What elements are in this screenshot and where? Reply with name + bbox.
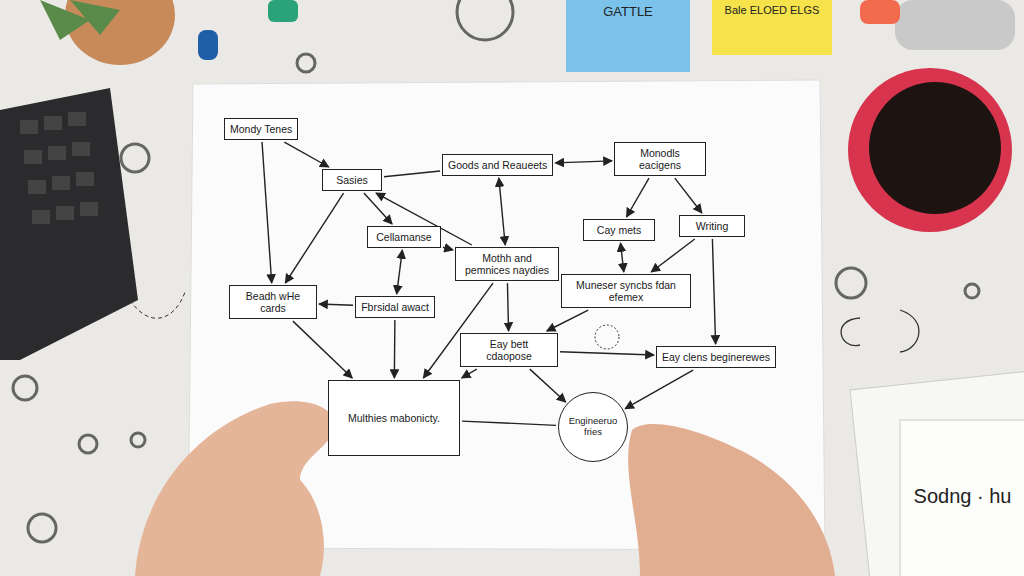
node-text: Engineeruo fries [563, 416, 623, 438]
connector-arrow [627, 178, 649, 217]
process-box: Eay bett cdaopose [460, 333, 558, 367]
process-box: Mondy Tenes [224, 118, 298, 140]
process-circle: Engineeruo fries [558, 392, 628, 462]
process-box: Mothh and pemnices naydies [455, 247, 559, 281]
connector-arrow [285, 193, 343, 283]
connector-arrow [530, 369, 566, 402]
node-text: Monodls eacigens [620, 147, 700, 171]
connector-arrow [560, 352, 654, 355]
connector-arrow [547, 310, 588, 331]
process-box: Beadh wHe cards [229, 285, 317, 319]
node-text: Fbrsidal awact [361, 301, 429, 313]
connector-arrow [620, 243, 623, 272]
doodle [130, 292, 185, 318]
sticky-note [712, 0, 832, 55]
connector-arrow [507, 283, 508, 331]
keyboard-keys [20, 112, 98, 224]
process-box: Goods and Reaueets [442, 154, 553, 176]
bottle [895, 0, 1015, 50]
process-box: Muneser syncbs fdan efemex [561, 274, 691, 308]
process-box: Multhies mabonicty. [328, 380, 460, 456]
process-box: Eay clens beginerewes [656, 346, 776, 368]
right-hand [628, 424, 835, 576]
connector-arrow [284, 142, 328, 167]
paper-sheet [900, 420, 1024, 576]
connector-arrow [262, 142, 272, 283]
process-box: Fbrsidal awact [355, 296, 435, 318]
connector-arrow [394, 320, 396, 378]
note-text: Bale ELOED ELGS [720, 4, 824, 16]
connector-arrow [462, 421, 556, 425]
connector-arrow [462, 369, 477, 378]
process-box: Cay mets [583, 219, 655, 241]
connector-arrow [319, 304, 353, 305]
connector-arrow [675, 178, 702, 213]
node-text: Goods and Reaueets [448, 159, 547, 171]
node-text: Beadh wHe cards [235, 290, 311, 314]
coffee [869, 82, 1001, 214]
paper-sheet [850, 371, 1024, 576]
node-text: Cay mets [597, 224, 641, 236]
connector-arrow [384, 171, 440, 177]
node-text: Muneser syncbs fdan efemex [567, 279, 685, 303]
sticky-note [566, 0, 690, 72]
left-hand [135, 401, 336, 576]
doodle [841, 310, 919, 352]
connector-arrow [293, 321, 352, 378]
node-text: Eay bett cdaopose [466, 338, 552, 362]
connector-arrow [443, 247, 453, 250]
process-box: Sasies [322, 169, 382, 191]
connector-arrow [397, 250, 403, 294]
connector-arrow [364, 193, 392, 224]
connector-arrow [499, 178, 505, 245]
doodle [595, 325, 619, 349]
node-text: Mothh and pemnices naydies [461, 252, 553, 276]
node-text: Sasies [336, 174, 368, 186]
connector-arrow [376, 193, 472, 245]
marker-cap [268, 0, 298, 22]
connector-arrow [555, 161, 612, 163]
coffee-mug [848, 68, 1012, 232]
node-text: Mondy Tenes [230, 123, 292, 135]
process-box: Cellamanse [367, 226, 441, 248]
marker-cap [860, 0, 900, 24]
note-text: Sodng · hu [905, 485, 1020, 508]
node-text: Eay clens beginerewes [662, 351, 770, 363]
connector-arrow [625, 370, 693, 409]
node-text: Writing [696, 220, 728, 232]
marker-cap [198, 30, 218, 60]
node-text: Cellamanse [376, 231, 431, 243]
connector-arrow [651, 239, 695, 272]
note-text: GATTLE [576, 4, 680, 19]
keyboard [0, 88, 138, 360]
connector-arrow [712, 239, 715, 344]
process-box: Monodls eacigens [614, 142, 706, 176]
process-box: Writing [679, 215, 745, 237]
node-text: Multhies mabonicty. [348, 412, 440, 424]
plant-leaves [40, 0, 120, 40]
